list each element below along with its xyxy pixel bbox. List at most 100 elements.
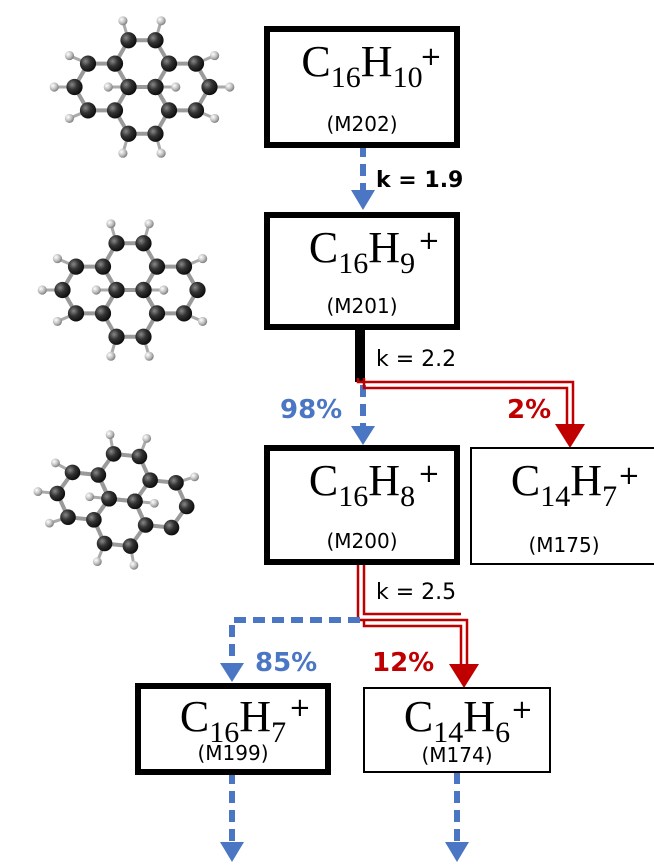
formula: C16H8 xyxy=(270,456,454,512)
carbon-atom xyxy=(54,281,71,299)
hydrogen-atom xyxy=(64,50,75,61)
hydrogen-atom xyxy=(64,113,75,124)
element-c: C xyxy=(510,456,541,505)
hydrogen-atom xyxy=(156,148,166,158)
element-c: C xyxy=(301,37,331,86)
carbon-atom xyxy=(189,281,206,299)
hydrogen-atom xyxy=(118,16,128,26)
branch-stem-m201 xyxy=(355,326,365,382)
carbon-atom xyxy=(94,305,112,322)
hydrogen-atom xyxy=(52,253,63,264)
ion-box-m174: C14H6 + (M174) xyxy=(363,687,551,773)
hydrogen-atom xyxy=(144,219,154,229)
subscript: 14 xyxy=(433,716,464,749)
mass-label: (M202) xyxy=(326,112,398,136)
carbon-atom xyxy=(160,102,178,119)
hydrogen-atom xyxy=(159,285,169,295)
branch-percent-85: 85% xyxy=(255,648,318,678)
branch-percent-12: 12% xyxy=(372,648,435,678)
element-h: H xyxy=(463,692,496,741)
carbon-atom xyxy=(178,498,195,515)
subscript: 14 xyxy=(540,480,571,513)
hydrogen-atom xyxy=(51,458,60,468)
mass-label: (M174) xyxy=(421,743,493,767)
hydrogen-atom xyxy=(190,472,199,482)
hydrogen-atom xyxy=(85,492,95,502)
element-c: C xyxy=(308,223,339,272)
carbon-atom xyxy=(201,78,218,96)
carbon-atom xyxy=(90,467,107,483)
subscript: 16 xyxy=(338,247,369,280)
carbon-atom xyxy=(120,78,137,96)
carbon-atom xyxy=(67,305,85,322)
rate-label-k1: k = 1.9 xyxy=(376,168,464,193)
carbon-atom xyxy=(147,125,164,142)
element-c: C xyxy=(403,692,434,741)
subscript: 7 xyxy=(271,716,287,749)
carbon-atom xyxy=(66,78,83,96)
mass-label: (M201) xyxy=(326,294,398,318)
carbon-atom xyxy=(163,519,180,536)
arrow-m202-to-m201 xyxy=(351,145,375,210)
hydrogen-atom xyxy=(103,82,113,92)
mass-label: (M199) xyxy=(197,741,269,765)
carbon-atom xyxy=(108,328,125,345)
carbon-atom xyxy=(49,485,66,502)
arrow-m174-out xyxy=(445,772,469,862)
carbon-atom xyxy=(131,448,148,465)
subscript: 6 xyxy=(495,716,511,749)
hydrogen-atom xyxy=(144,351,154,361)
element-h: H xyxy=(368,223,401,272)
carbon-atom xyxy=(94,258,112,275)
carbon-atom xyxy=(120,32,137,49)
branch-stem-m200 xyxy=(356,562,479,688)
carbon-atom xyxy=(175,305,193,322)
carbon-atom xyxy=(67,258,85,275)
ion-box-m201: C16H9 + (M201) xyxy=(264,212,460,330)
subscript: 16 xyxy=(338,480,369,513)
carbon-atom xyxy=(147,32,164,49)
carbon-atom xyxy=(105,446,122,462)
hydrogen-atom xyxy=(197,253,208,264)
carbon-atom xyxy=(135,328,152,345)
charge-sign: + xyxy=(289,693,311,723)
carbon-atom xyxy=(175,258,193,275)
arrow-m201-to-m200 xyxy=(351,385,375,445)
subscript: 8 xyxy=(400,480,416,513)
hydrogen-atom xyxy=(118,148,128,158)
element-c: C xyxy=(308,456,339,505)
arrow-m200-to-m199 xyxy=(220,617,360,682)
hydrogen-atom xyxy=(92,557,102,567)
carbon-atom xyxy=(79,102,97,119)
arrow-m201-to-m175 xyxy=(356,378,585,448)
hydrogen-atom xyxy=(225,82,235,92)
element-h: H xyxy=(368,456,401,505)
formula: C14H6 xyxy=(365,692,549,748)
carbon-atom xyxy=(96,535,113,552)
pyrene-icon xyxy=(49,16,235,158)
hydrogen-atom xyxy=(45,518,54,528)
ion-box-m199: C16H7 + (M199) xyxy=(135,683,331,775)
hydrogen-atom xyxy=(37,285,47,295)
carbon-atom xyxy=(168,474,184,491)
branch-percent-98: 98% xyxy=(280,395,343,425)
formula: C16H10 xyxy=(270,37,454,93)
carbon-atom xyxy=(142,472,158,488)
carbon-atom xyxy=(120,125,137,142)
carbon-atom xyxy=(106,55,124,72)
carbon-atom xyxy=(122,538,139,554)
carbon-atom xyxy=(106,102,124,119)
carbon-atom xyxy=(187,55,205,72)
carbon-atom xyxy=(187,102,205,119)
carbon-atom xyxy=(147,78,164,96)
hydrogen-atom xyxy=(52,316,63,327)
formula: C14H7 xyxy=(472,456,654,512)
carbon-atom xyxy=(60,509,76,526)
ion-box-m202: C16H10 + (M202) xyxy=(264,26,460,148)
element-h: H xyxy=(570,456,603,505)
subscript: 16 xyxy=(209,716,240,749)
ion-box-m175: C14H7 + (M175) xyxy=(470,447,654,565)
element-h: H xyxy=(239,692,272,741)
